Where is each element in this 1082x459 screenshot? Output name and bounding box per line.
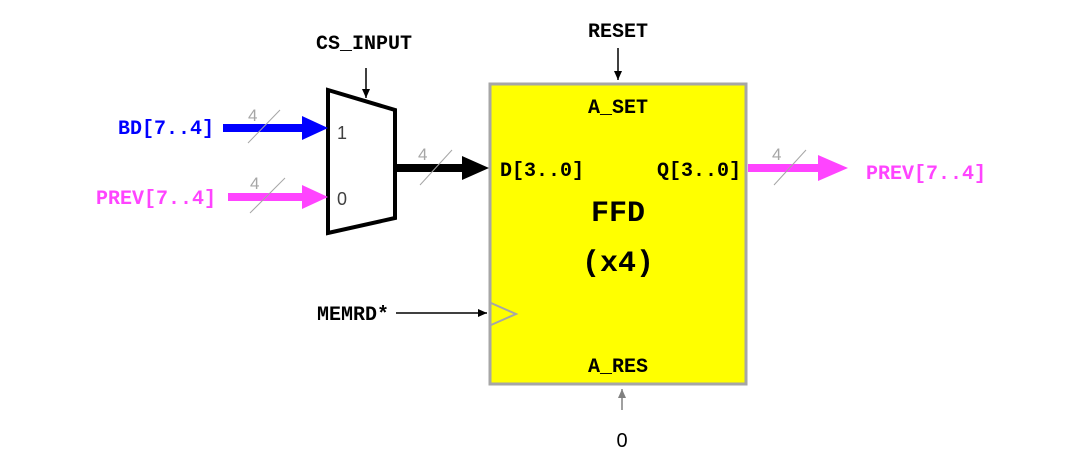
mux-out-bus-width: 4 [418, 145, 427, 164]
zero-label: 0 [616, 430, 627, 452]
mux-out-bus-arrowhead [462, 156, 489, 180]
bd-bus-arrowhead [302, 116, 328, 140]
ffd-block [488, 82, 748, 386]
prev-in-label: PREV[7..4] [96, 188, 216, 211]
ffd-name-label: FFD [591, 197, 645, 231]
mux-out-bus-slash [419, 149, 453, 186]
prev-out-bus-arrowhead [818, 155, 848, 181]
prev-in-bus-slash [249, 177, 286, 214]
clock-triangle [490, 302, 519, 326]
reset-label: RESET [588, 21, 648, 44]
prev-out-label: PREV[7..4] [866, 163, 986, 186]
cs-input-label: CS_INPUT [316, 33, 412, 56]
q-port-label: Q[3..0] [657, 160, 741, 183]
prev-out-bus-slash [773, 149, 807, 186]
prev-in-bus-arrowhead [302, 185, 328, 209]
bd-bus-width: 4 [248, 106, 257, 125]
mux-shape [326, 87, 397, 236]
a-set-label: A_SET [588, 97, 648, 120]
d-port-label: D[3..0] [500, 160, 584, 183]
prev-in-bus-width: 4 [250, 174, 259, 193]
mux-input-0-label: 0 [337, 189, 347, 209]
bd-label: BD[7..4] [118, 118, 214, 141]
prev-out-bus-width: 4 [772, 145, 781, 164]
mux-input-1-label: 1 [337, 123, 347, 143]
a-res-label: A_RES [588, 356, 648, 379]
ffd-count-label: (x4) [582, 247, 654, 281]
bd-bus-slash [247, 109, 281, 144]
memrd-label: MEMRD* [317, 304, 389, 327]
